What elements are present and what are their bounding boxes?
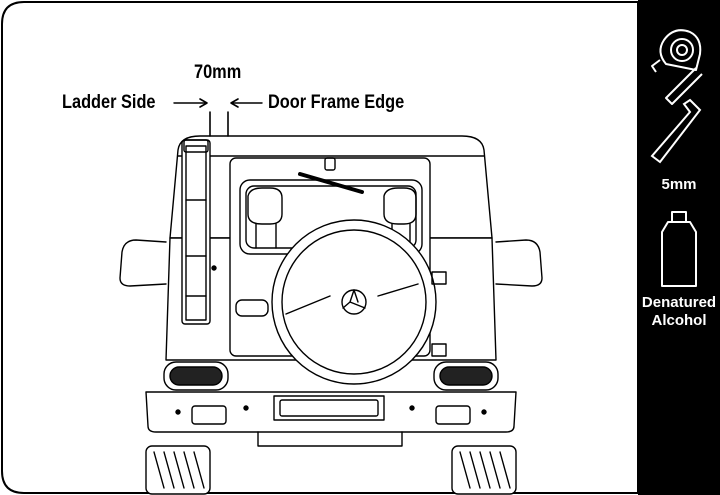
dimension-label: 70mm: [194, 62, 242, 83]
alcohol-label-line2: Alcohol: [651, 312, 707, 329]
right-mirror: [495, 239, 543, 287]
door-handle: [235, 299, 269, 317]
door-frame-edge-label: Door Frame Edge: [268, 92, 405, 113]
bottle-icon: [661, 211, 697, 287]
panel-frame: [1, 1, 639, 494]
alcohol-label-line1: Denatured: [641, 294, 717, 311]
left-rear-tire: [145, 445, 211, 495]
hex-key-label: 5mm: [661, 176, 697, 193]
right-rear-tire: [451, 445, 517, 495]
license-plate: [273, 395, 385, 421]
tape-measure-icon: [651, 29, 703, 105]
left-mirror: [119, 239, 167, 287]
spare-wheel: [271, 219, 437, 385]
tools-sidebar: 5mm Denatured Alcohol: [638, 0, 720, 495]
rear-bumper: [145, 391, 517, 433]
ladder-side-label: Ladder Side: [62, 92, 156, 113]
hex-key-icon: [650, 98, 702, 164]
